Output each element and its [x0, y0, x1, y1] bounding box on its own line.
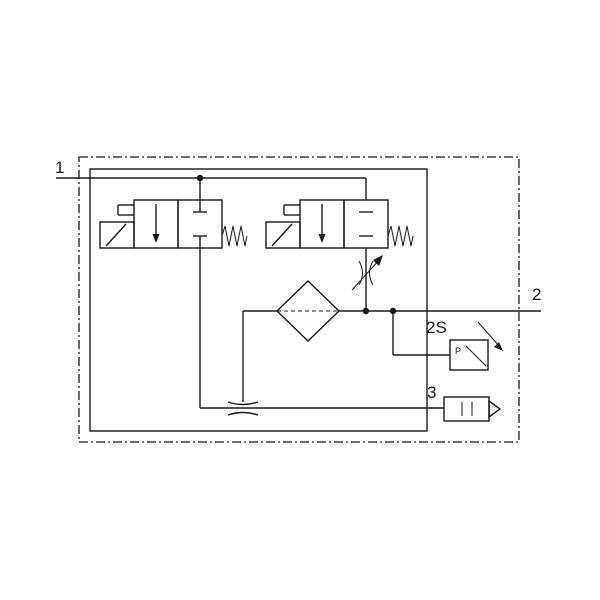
solenoid-valve-left: [99, 199, 248, 249]
silencer-symbol: [227, 401, 259, 416]
solenoid-valve-right: [265, 199, 414, 249]
outer-enclosure-boundary: [78, 156, 520, 443]
filter-drain-line: [242, 310, 277, 402]
inner-housing-boundary: [89, 168, 428, 432]
pressure-switch-branch: [392, 311, 450, 356]
pressure-switch-symbol: P: [455, 346, 461, 356]
port-1-supply-line: [56, 174, 367, 200]
flow-control-valve: [351, 248, 383, 311]
port-label-3: 3: [427, 383, 436, 402]
port-label-2s: 2S: [426, 318, 447, 337]
exhaust-line-left-valve: [199, 248, 444, 409]
filter-element: [275, 280, 541, 342]
exhaust-silencer-port-3: [443, 396, 502, 422]
pressure-switch: P: [449, 321, 503, 371]
port-label-2: 2: [532, 285, 541, 304]
port-label-1: 1: [55, 158, 64, 177]
